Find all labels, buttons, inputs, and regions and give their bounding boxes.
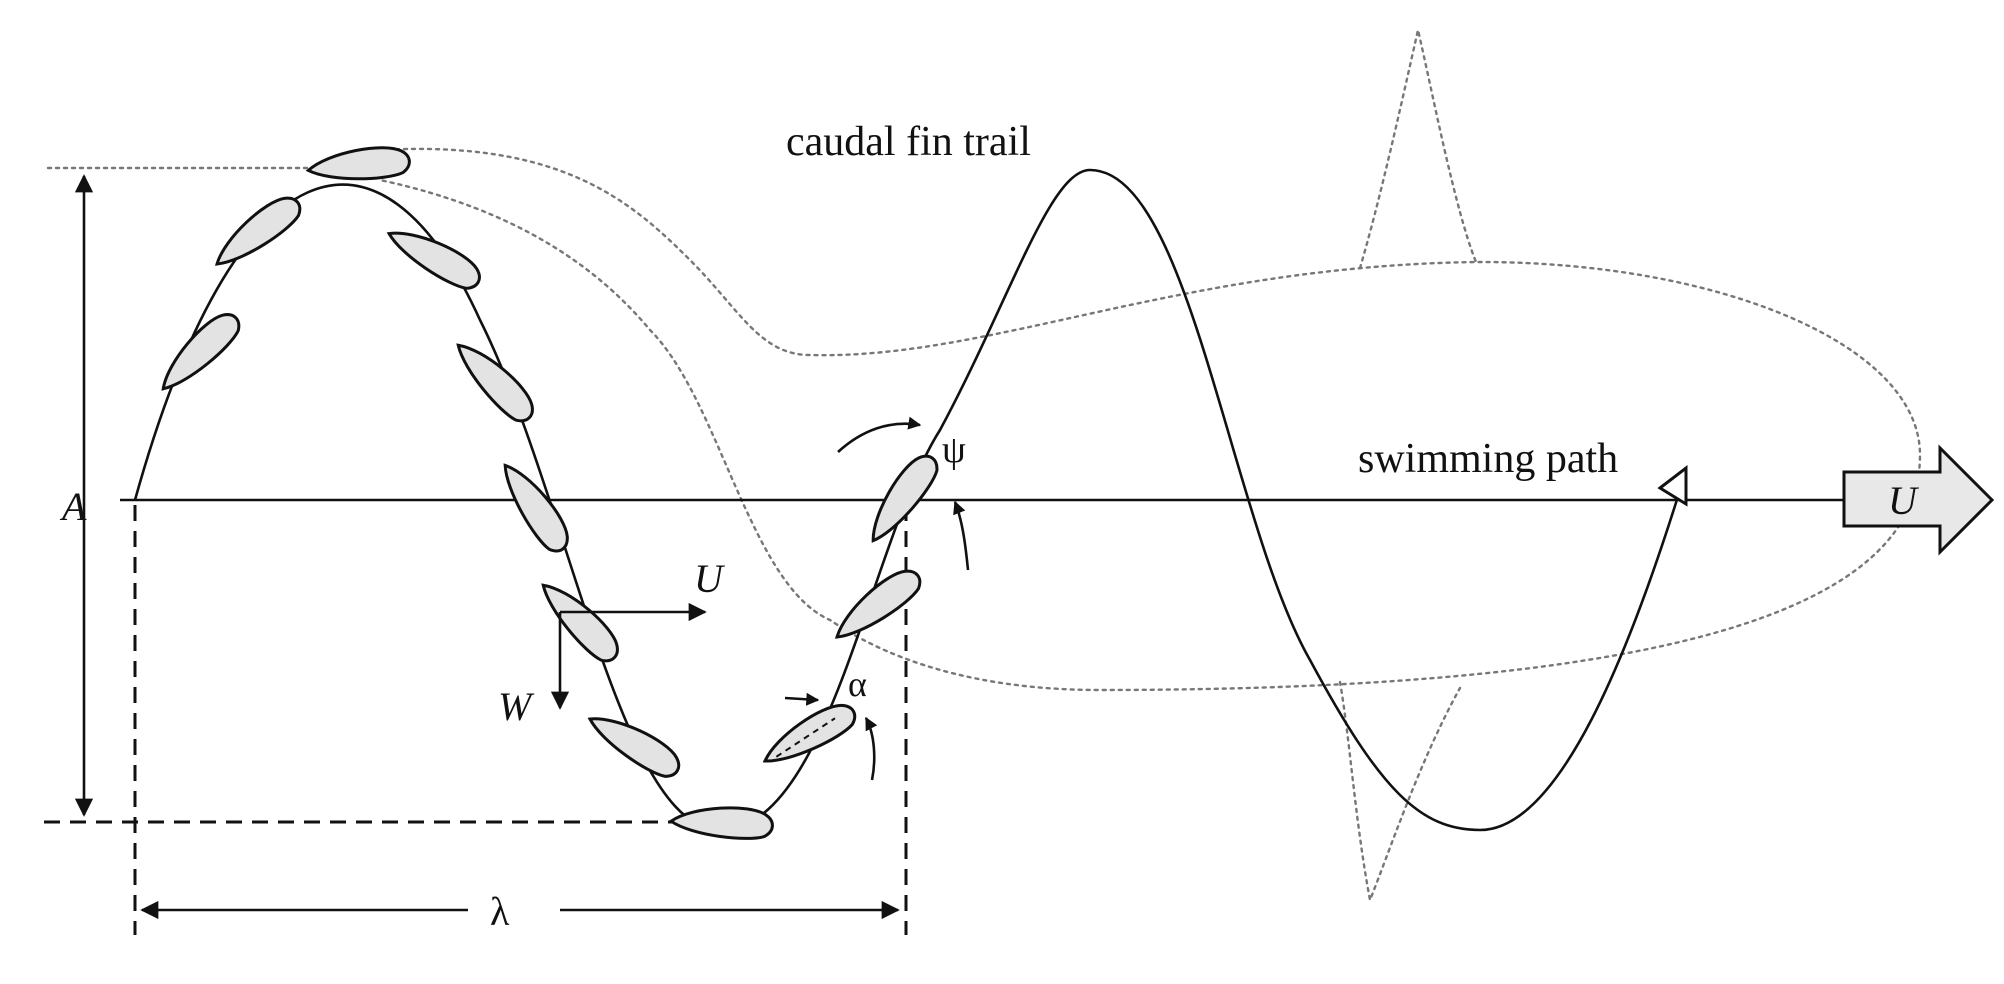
wavelength-label: λ	[490, 889, 510, 934]
dorsal-fin-outline	[1358, 29, 1478, 270]
fish-outline	[378, 29, 1922, 905]
amplitude-label: A	[59, 484, 87, 529]
angle-alpha-label: α	[848, 664, 867, 704]
swimming-velocity-label: U	[1888, 478, 1920, 523]
angle-psi-label: ψ	[942, 429, 966, 471]
caudal-fin-trail-label: caudal fin trail	[786, 119, 1031, 165]
swimming-velocity-arrow: U	[1842, 444, 1995, 556]
caudal-fin-trail-curve	[133, 168, 1682, 832]
psi-arrow-bottom	[953, 500, 970, 571]
swimming-path-marker	[1657, 464, 1688, 507]
reference-dashed-lines	[44, 505, 908, 935]
swimming-path-label: swimming path	[1358, 436, 1618, 482]
alpha-arrow-bottom	[864, 716, 878, 781]
fish-body-outline	[378, 147, 1922, 692]
alpha-arrow-top	[784, 692, 820, 706]
psi-arrow-top	[837, 416, 922, 453]
fin-foils	[161, 146, 939, 840]
ventral-fin-outline	[1338, 680, 1462, 905]
velocity-w-label: W	[498, 684, 535, 729]
velocity-u-label: U	[694, 556, 726, 601]
